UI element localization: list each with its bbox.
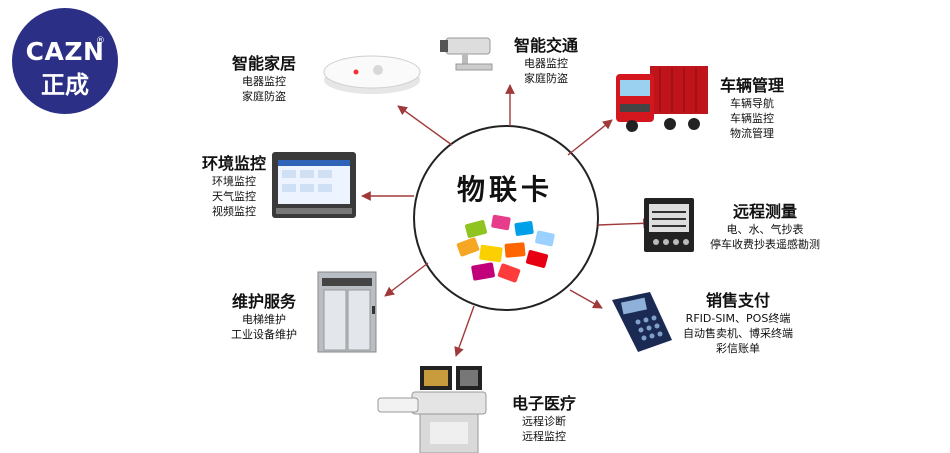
node-title: 远程测量 <box>732 202 797 221</box>
node-item: 视频监控 <box>212 205 256 218</box>
logo-badge <box>12 8 118 114</box>
meter-icon <box>644 198 694 252</box>
node-item: 自动售卖机、博采终端 <box>683 327 793 340</box>
node-maintenance-service: 维护服务 电梯维护 工业设备维护 <box>222 288 306 342</box>
node-item: 环境监控 <box>212 175 256 188</box>
node-item: 物流管理 <box>730 127 774 140</box>
ultrasound-machine-icon <box>377 366 487 453</box>
node-item: 远程诊断 <box>522 415 566 428</box>
node-item: 家庭防盗 <box>524 72 568 85</box>
arrow-medical <box>454 305 475 357</box>
node-title: 电子医疗 <box>511 394 576 413</box>
node-item: 电、水、气抄表 <box>726 223 804 236</box>
elevator-icon <box>317 271 377 353</box>
node-item: 远程监控 <box>522 430 566 443</box>
arrow-vehicle <box>567 119 613 156</box>
truck-icon <box>616 66 708 132</box>
node-title: 智能交通 <box>513 36 578 55</box>
node-e-medical: 电子医疗 远程诊断 远程监控 <box>502 390 586 444</box>
node-title: 智能家居 <box>231 54 296 73</box>
monitor-device-icon <box>272 152 356 218</box>
logo-text-top: CAZN <box>25 37 105 66</box>
node-title: 车辆管理 <box>719 76 784 95</box>
node-title: 维护服务 <box>231 292 296 311</box>
arrows <box>361 84 653 357</box>
arrow-metering <box>597 218 653 229</box>
node-smart-traffic: 智能交通 电器监控 家庭防盗 <box>504 32 588 86</box>
arrow-smart-home <box>397 105 453 146</box>
node-environment-monitoring: 环境监控 环境监控 天气监控 视频监控 <box>192 150 276 219</box>
node-item: 工业设备维护 <box>231 328 297 341</box>
node-item: 天气监控 <box>212 190 256 203</box>
arrow-maintenance <box>384 262 429 297</box>
registered-mark: ® <box>96 36 105 46</box>
node-vehicle-management: 车辆管理 车辆导航 车辆监控 物流管理 <box>712 72 792 141</box>
node-item: 车辆监控 <box>730 112 774 125</box>
node-item: 电器监控 <box>524 57 568 70</box>
pos-terminal-icon <box>612 292 672 352</box>
security-camera-icon <box>440 37 493 71</box>
logo-text-bottom: 正成 <box>41 71 89 99</box>
node-item: 停车收费抄表遥感勘测 <box>710 238 820 251</box>
node-item: RFID-SIM、POS终端 <box>685 312 791 325</box>
node-item: 车辆导航 <box>730 97 774 110</box>
node-item: 彩信账单 <box>716 342 760 355</box>
node-item: 家庭防盗 <box>242 90 286 103</box>
robot-vacuum-icon <box>323 55 421 94</box>
node-title: 销售支付 <box>705 291 770 310</box>
arrow-payment <box>569 289 603 309</box>
node-sales-payment: 销售支付 RFID-SIM、POS终端 自动售卖机、博采终端 彩信账单 <box>674 287 802 356</box>
node-smart-home: 智能家居 电器监控 家庭防盗 <box>222 50 306 104</box>
sim-cards-icon <box>456 214 555 283</box>
node-remote-metering: 远程测量 电、水、气抄表 停车收费抄表遥感勘测 <box>700 198 830 252</box>
node-title: 环境监控 <box>201 154 266 173</box>
node-item: 电梯维护 <box>242 313 286 326</box>
node-item: 电器监控 <box>242 75 286 88</box>
hub-title: 物联卡 <box>456 173 553 206</box>
